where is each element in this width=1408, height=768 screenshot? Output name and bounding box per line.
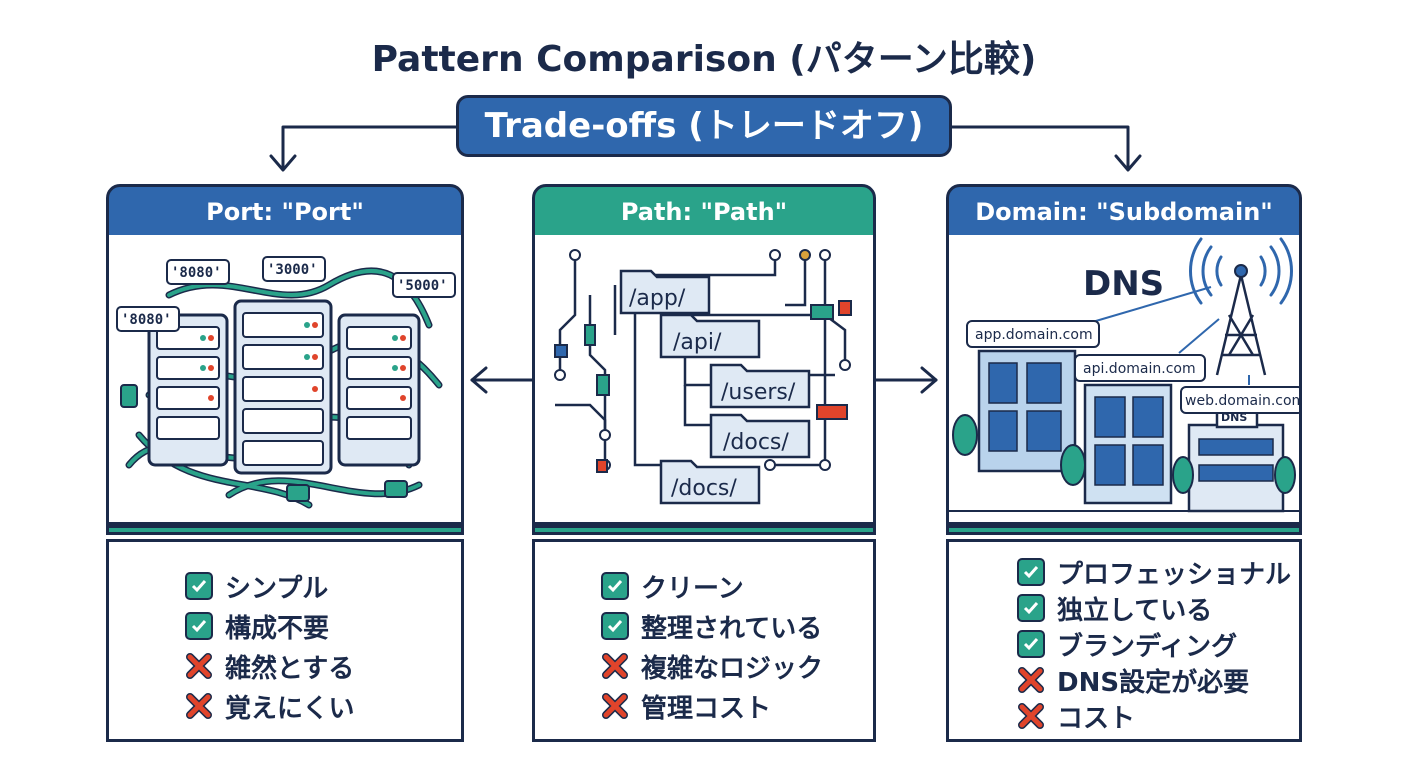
list-item: クリーン bbox=[601, 566, 873, 606]
check-icon bbox=[1017, 594, 1045, 622]
list-item-text: 雑然とする bbox=[225, 653, 355, 684]
port-tag-3: '5000' bbox=[397, 278, 448, 294]
domain-pros-cons-list: プロフェッショナル 独立している ブランディング DNS設定が必要 コスト bbox=[946, 539, 1302, 742]
list-item: DNS設定が必要 bbox=[1017, 662, 1299, 698]
list-item: ブランディング bbox=[1017, 626, 1299, 662]
folder-users: /users/ bbox=[721, 380, 796, 405]
cross-icon bbox=[1017, 666, 1045, 694]
check-icon bbox=[185, 572, 213, 600]
domain-panel-header: Domain: "Subdomain" bbox=[946, 184, 1302, 238]
port-panel: Port: "Port" bbox=[106, 184, 464, 742]
cross-icon bbox=[601, 692, 629, 720]
list-item-text: クリーン bbox=[641, 573, 744, 604]
cross-icon bbox=[185, 652, 213, 680]
domain-band bbox=[946, 525, 1302, 535]
domain-tag-app: app.domain.com bbox=[975, 327, 1093, 343]
port-pros-cons-list: シンプル 構成不要 雑然とする 覚えにくい bbox=[106, 539, 464, 742]
check-icon bbox=[1017, 630, 1045, 658]
dns-label: DNS bbox=[1083, 264, 1164, 304]
list-item-text: 構成不要 bbox=[225, 613, 330, 644]
list-item-text: 整理されている bbox=[641, 613, 823, 644]
list-item-text: プロフェッショナル bbox=[1057, 559, 1292, 590]
page-title: Pattern Comparison (パターン比較) bbox=[371, 39, 1037, 80]
list-item: 複雑なロジック bbox=[601, 646, 873, 686]
list-item: コスト bbox=[1017, 698, 1299, 734]
check-icon bbox=[1017, 558, 1045, 586]
list-item: シンプル bbox=[185, 566, 461, 606]
check-icon bbox=[601, 612, 629, 640]
path-panel-header: Path: "Path" bbox=[532, 184, 876, 238]
port-tag-1: '8080' bbox=[171, 265, 222, 281]
domain-tag-api: api.domain.com bbox=[1083, 361, 1196, 377]
path-pros-cons-list: クリーン 整理されている 複雑なロジック 管理コスト bbox=[532, 539, 876, 742]
folder-docs: /docs/ bbox=[671, 476, 737, 501]
folder-tree-icon: /app/ /api/ /users/ /docs/ /docs/ bbox=[554, 249, 852, 505]
domain-tag-web: web.domain.com bbox=[1185, 393, 1299, 409]
list-item: プロフェッショナル bbox=[1017, 554, 1299, 590]
cross-icon bbox=[185, 692, 213, 720]
list-item-text: 管理コスト bbox=[641, 693, 772, 724]
folder-api: /api/ bbox=[673, 330, 722, 355]
port-tag-2: '3000' bbox=[267, 262, 318, 278]
list-item: 管理コスト bbox=[601, 686, 873, 726]
list-item: 構成不要 bbox=[185, 606, 461, 646]
folder-app: /app/ bbox=[629, 286, 686, 311]
list-item: 整理されている bbox=[601, 606, 873, 646]
buildings-dns-icon: DNS DNS bbox=[949, 237, 1299, 513]
path-panel: Path: "Path" bbox=[532, 184, 876, 742]
domain-panel: Domain: "Subdomain" DNS bbox=[946, 184, 1302, 742]
port-band bbox=[106, 525, 464, 535]
path-illustration: /app/ /api/ /users/ /docs/ /docs/ bbox=[532, 235, 876, 525]
list-item-text: 複雑なロジック bbox=[641, 653, 824, 684]
dns-sign: DNS bbox=[1221, 411, 1247, 424]
server-rack-icon: '8080' '3000' '5000' '8080' bbox=[116, 256, 456, 509]
path-band bbox=[532, 525, 876, 535]
list-item-text: シンプル bbox=[225, 573, 329, 604]
check-icon bbox=[601, 572, 629, 600]
check-icon bbox=[185, 612, 213, 640]
domain-illustration: DNS DNS bbox=[946, 235, 1302, 525]
list-item: 独立している bbox=[1017, 590, 1299, 626]
list-item: 覚えにくい bbox=[185, 686, 461, 726]
list-item: 雑然とする bbox=[185, 646, 461, 686]
list-item-text: DNS設定が必要 bbox=[1057, 667, 1250, 698]
list-item-text: コスト bbox=[1057, 703, 1136, 734]
list-item-text: 独立している bbox=[1057, 595, 1213, 626]
port-illustration: '8080' '3000' '5000' '8080' bbox=[106, 235, 464, 525]
folder-docs-nested: /docs/ bbox=[723, 430, 789, 455]
port-panel-header: Port: "Port" bbox=[106, 184, 464, 238]
tradeoffs-banner: Trade-offs (トレードオフ) bbox=[456, 95, 952, 157]
list-item-text: 覚えにくい bbox=[225, 693, 355, 724]
cross-icon bbox=[601, 652, 629, 680]
cross-icon bbox=[1017, 702, 1045, 730]
list-item-text: ブランディング bbox=[1057, 631, 1238, 662]
port-tag-4: '8080' bbox=[121, 312, 172, 328]
